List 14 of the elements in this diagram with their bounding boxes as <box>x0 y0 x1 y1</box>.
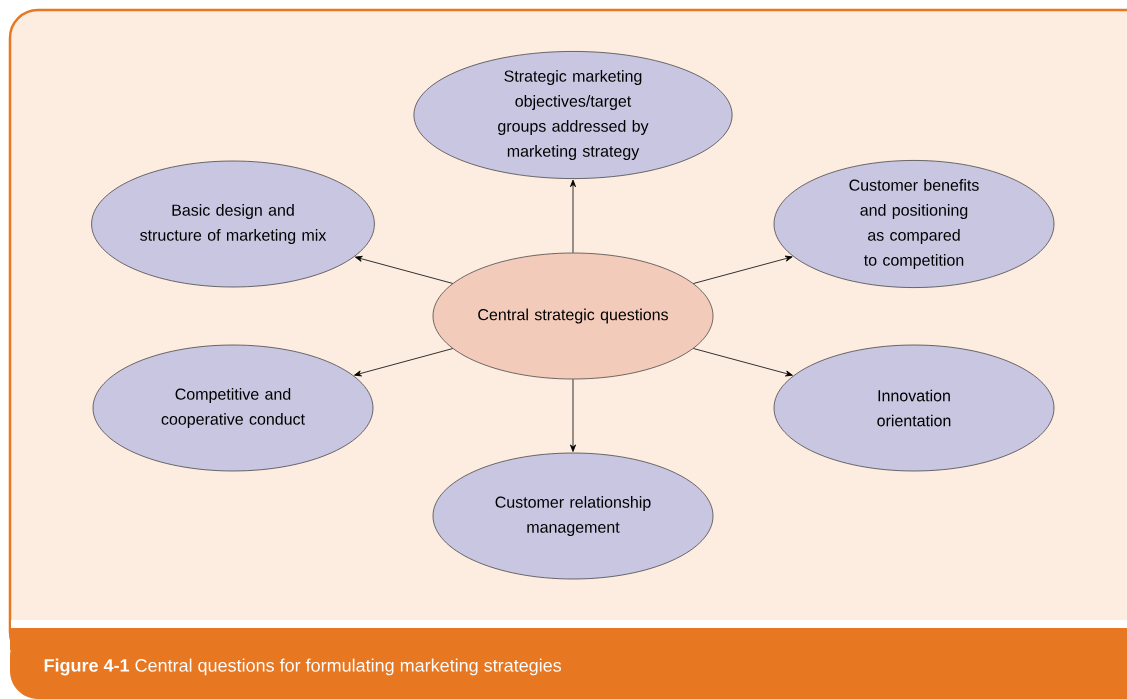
ellipse-node: Strategic marketing objectives/target groups addressed by marketing strategy <box>413 51 733 179</box>
ellipse-node: Basic design and structure of marketing mix <box>91 160 375 288</box>
arrow <box>693 255 793 284</box>
arrow <box>570 179 576 254</box>
caption-band: Figure 4-1 Central questions for formulating marketing strategies <box>10 628 1127 699</box>
ellipse-node: Customer relationship management <box>432 452 714 580</box>
ellipse-node: Competitive and cooperative conduct <box>92 344 374 472</box>
arrow <box>354 255 454 284</box>
arrow <box>693 348 793 377</box>
ellipse-node: Innovation orientation <box>773 344 1055 472</box>
ellipse-node: Customer benefits and positioning as compared to competition <box>773 160 1055 288</box>
arrow <box>570 378 576 452</box>
arrow <box>354 348 454 377</box>
ellipse-node: Central strategic questions <box>432 252 714 380</box>
